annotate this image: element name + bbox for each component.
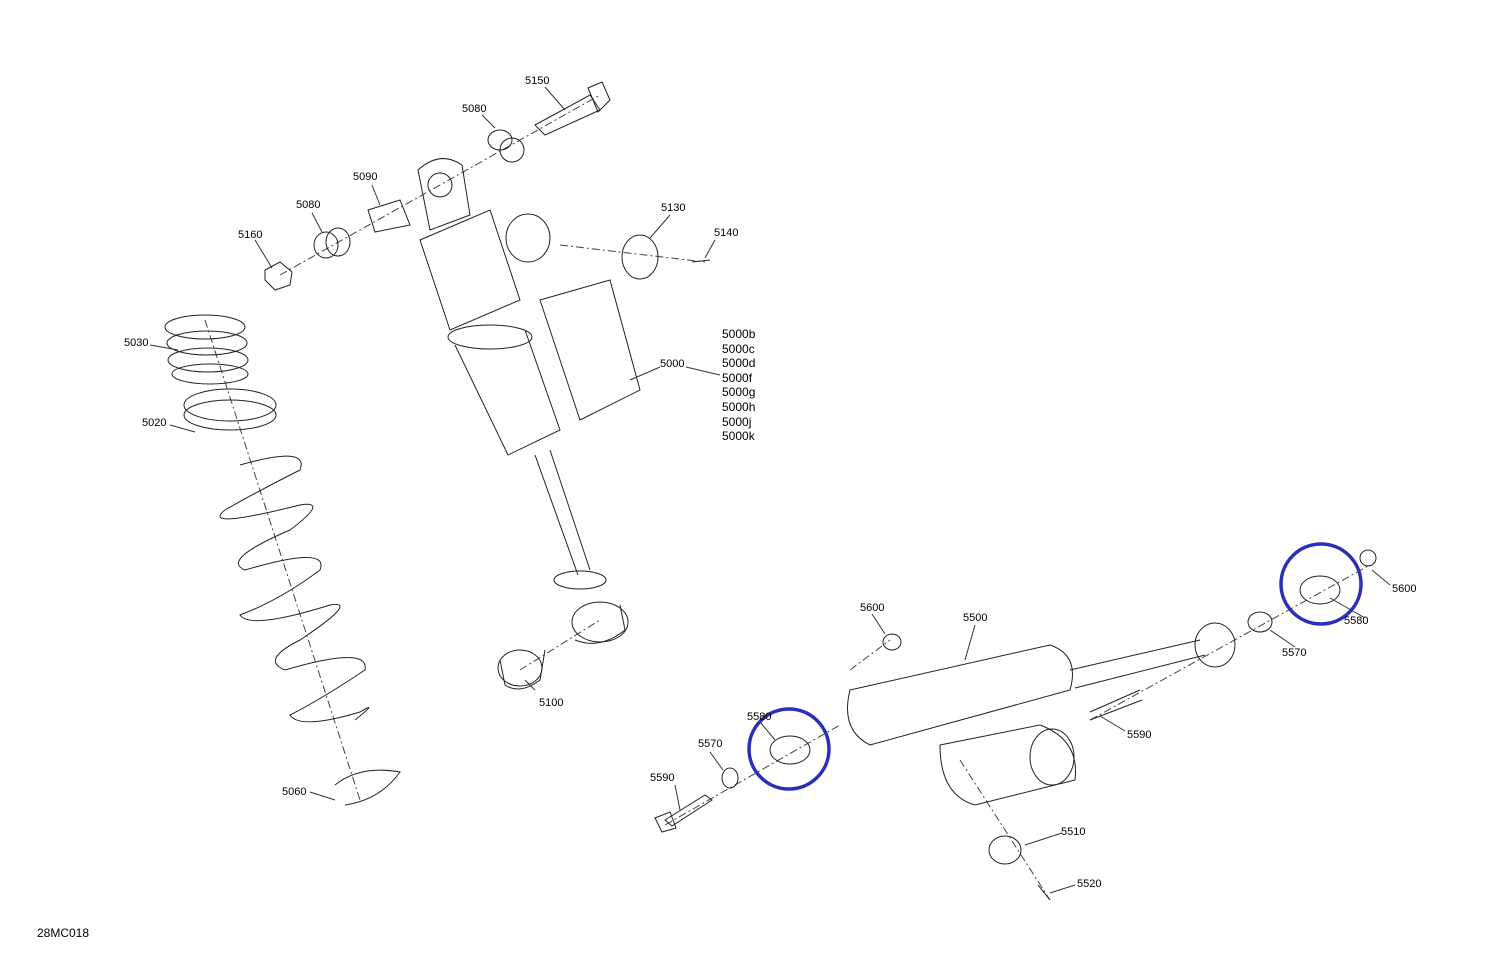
callout-5080[interactable]: 5080 [296,199,321,211]
callout-5090[interactable]: 5090 [353,171,378,183]
lower-shock-absorber [654,549,1377,901]
variant-item[interactable]: 5000h [722,399,756,414]
variant-item[interactable]: 5000c [722,341,755,356]
variant-list: 5000b 5000c 5000d 5000f 5000g 5000h 5000… [722,327,755,444]
variant-item[interactable]: 5000j [722,414,752,429]
callout-5570[interactable]: 5570 [1282,647,1307,659]
highlight-circle-right [1279,542,1363,626]
diagram-code: 28MC018 [37,926,90,940]
variant-item[interactable]: 5000b [722,327,756,341]
variant-item[interactable]: 5000g [722,385,756,400]
callout-5520[interactable]: 5520 [1077,878,1102,890]
callout-5580[interactable]: 5580 [1344,615,1369,627]
leader-lines [149,86,1391,894]
callout-5590[interactable]: 5590 [1127,729,1152,741]
callout-5000[interactable]: 5000 [660,358,685,370]
variant-item[interactable]: 5000k [722,429,755,444]
highlight-circles [747,542,1363,791]
callout-5600[interactable]: 5600 [860,602,885,614]
callout-5500[interactable]: 5500 [963,612,988,624]
variant-item[interactable]: 5000f [722,370,753,385]
callout-5080[interactable]: 5080 [462,103,487,115]
axis-lines [204,94,1371,901]
callout-5570[interactable]: 5570 [698,738,723,750]
upper-hardware [264,81,711,690]
highlight-circle-left [747,707,831,791]
callout-5580[interactable]: 5580 [747,711,772,723]
upper-shock-absorber [417,158,641,644]
spring-assembly [164,314,401,806]
callout-5060[interactable]: 5060 [282,786,307,798]
callout-5030[interactable]: 5030 [124,337,149,349]
callout-5590[interactable]: 5590 [650,772,675,784]
callout-5140[interactable]: 5140 [714,227,739,239]
callout-5600[interactable]: 5600 [1392,583,1417,595]
callout-5160[interactable]: 5160 [238,229,263,241]
callout-5150[interactable]: 5150 [525,75,550,87]
callout-5130[interactable]: 5130 [661,202,686,214]
variant-item[interactable]: 5000d [722,356,756,371]
callout-5510[interactable]: 5510 [1061,826,1086,838]
callout-5100[interactable]: 5100 [539,697,564,709]
callout-5020[interactable]: 5020 [142,417,167,429]
